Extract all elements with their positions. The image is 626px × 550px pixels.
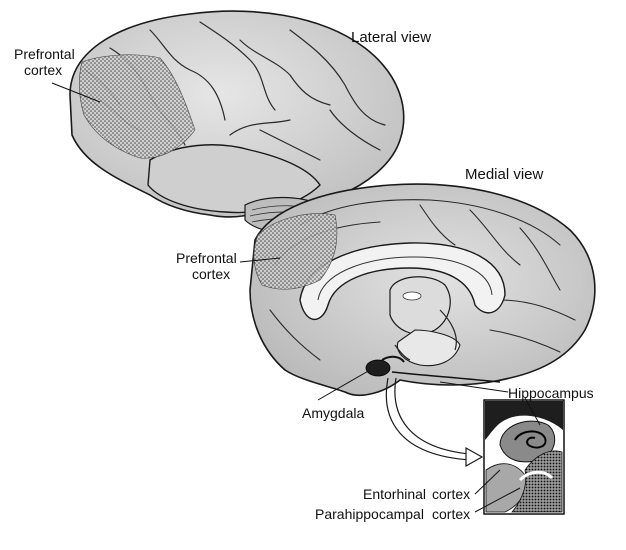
inset-arrow [385,377,471,461]
prefrontal-medial-region [253,213,338,290]
hippocampus-structure [391,371,501,383]
parahippocampal-cortex-label: cortex [432,506,471,522]
hippocampal-inset [483,399,565,515]
prefrontal-lateral-region [78,54,196,159]
amygdala-structure [365,359,391,377]
corpus-callosum [299,242,506,321]
prefrontal-lateral-label-line1: Prefrontal [14,46,75,62]
entorhinal-label: Entorhinal [363,486,427,502]
thalamus [389,276,451,335]
entorhinal-cortex-label: cortex [432,486,471,502]
parahippocampal-label: Parahippocampal [315,506,424,522]
prefrontal-lateral-label-line2: cortex [24,62,63,78]
medial-brain [249,183,596,396]
lateral-temporal-lobe [147,144,321,214]
brainstem [396,329,461,367]
amygdala-label: Amygdala [302,405,365,421]
prefrontal-medial-label-line1: Prefrontal [176,250,237,266]
leader-lines [51,82,541,513]
lateral-view-title: Lateral view [351,29,432,46]
prefrontal-medial-label-line2: cortex [192,266,231,282]
medial-view-title: Medial view [465,166,544,183]
lateral-brain [69,10,405,234]
hippocampus-label: Hippocampus [508,385,594,401]
